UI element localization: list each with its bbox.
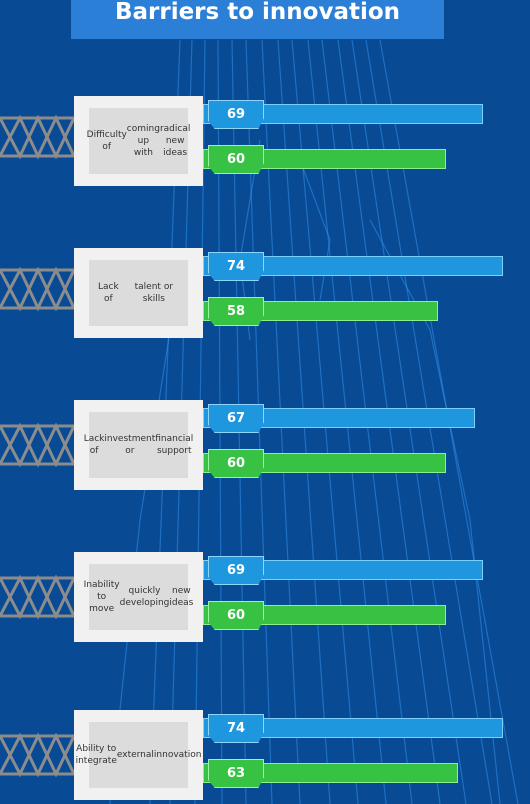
category-label-card: Lack of talent or skills [74,248,203,338]
category-label-line: Difficulty of [86,130,127,152]
category-label-line: innovation [153,750,202,760]
category-label-line: Lack of [97,282,119,304]
category-label-line: Lack of [83,434,105,456]
category-label-line: quickly developing [119,586,170,608]
category-label-line: financial support [155,434,194,456]
data-label: 60 [208,601,264,630]
category-label-line: new ideas [169,586,194,608]
data-label: 69 [208,556,264,585]
category-label-line: coming up with [126,124,160,158]
truss-structures [0,114,76,778]
bar-green [203,763,458,783]
category-label-line: radical new ideas [159,124,191,158]
category-label-line: Inability to move [83,580,120,614]
bar-blue [203,256,503,276]
chart-title: Barriers to innovation [71,0,444,39]
bar-blue [203,560,483,580]
category-label-line: external [116,750,154,760]
data-label: 63 [208,759,264,788]
data-label: 67 [208,404,264,433]
data-label: 60 [208,449,264,478]
category-label-line: Ability to integrate [75,744,117,766]
data-label: 74 [208,252,264,281]
bar-blue [203,408,475,428]
bar-blue [203,104,483,124]
category-label-line: talent or skills [134,282,174,304]
bar-blue [203,718,503,738]
category-label: Lack of talent or skills [89,260,188,326]
category-label-line: investment or [104,434,156,456]
data-label: 60 [208,145,264,174]
data-label: 58 [208,297,264,326]
data-label: 74 [208,714,264,743]
data-label: 69 [208,100,264,129]
